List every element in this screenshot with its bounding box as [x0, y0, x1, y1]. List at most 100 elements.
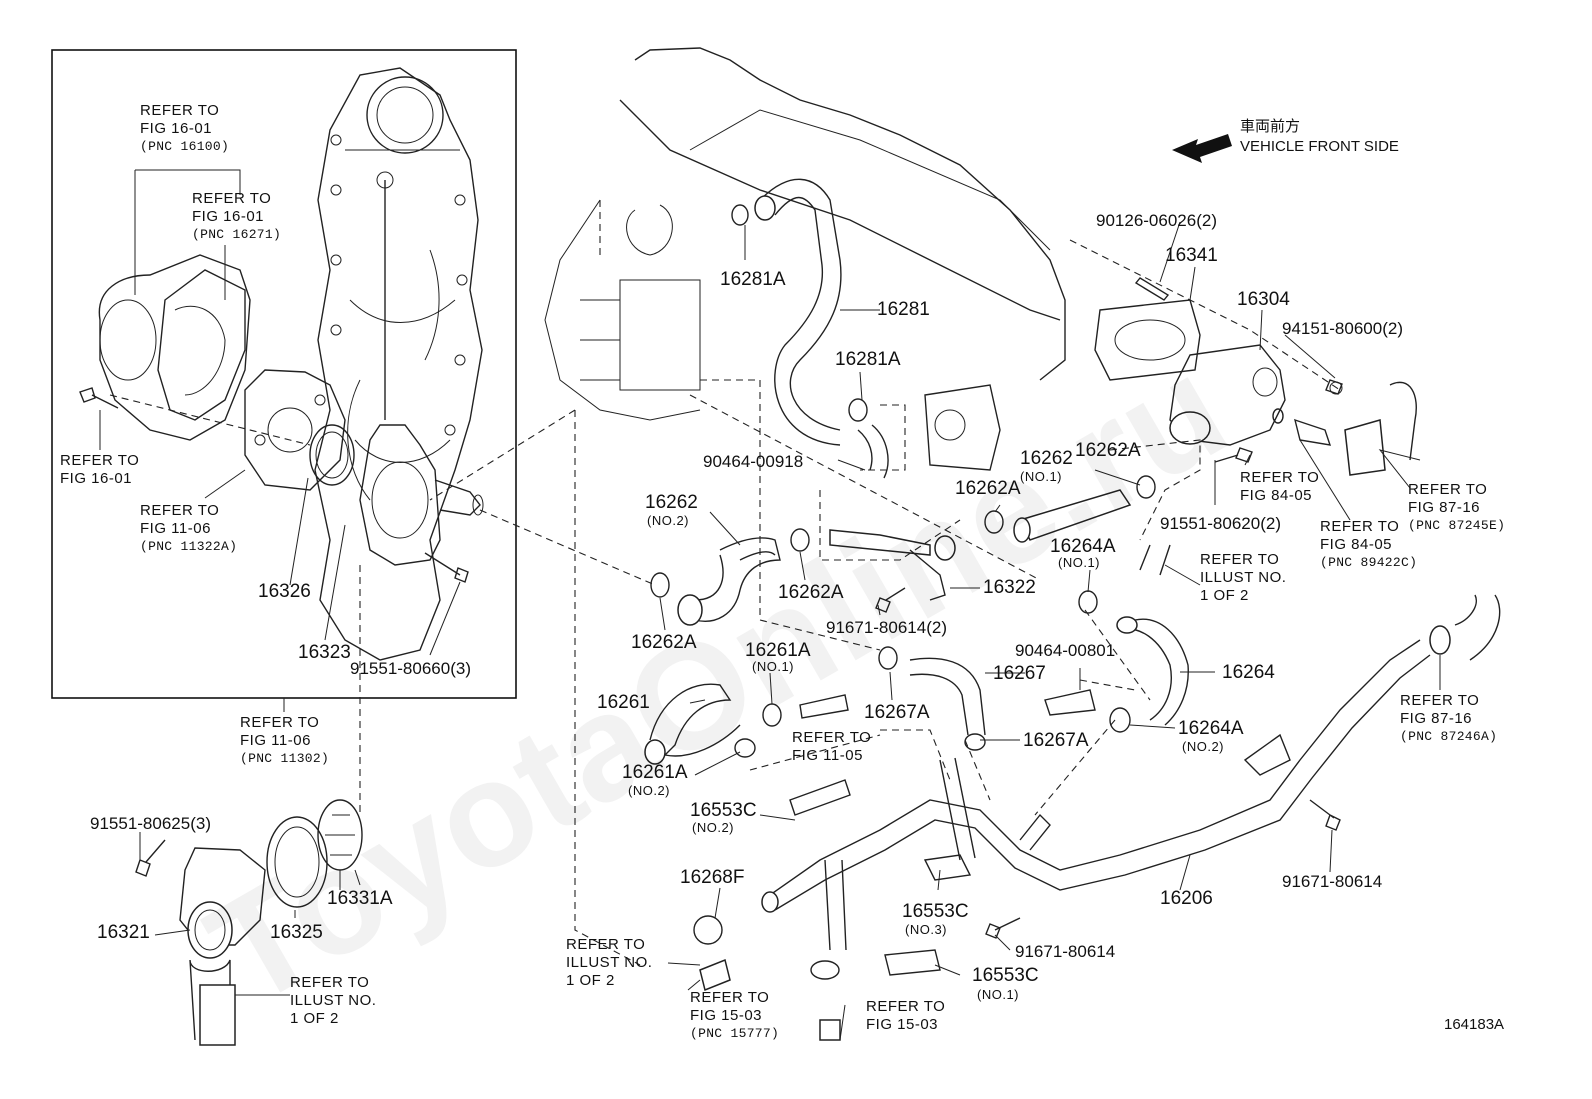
timing-cover-drawing: [314, 67, 483, 661]
part-16322: 16322: [983, 577, 1036, 598]
part-16262A-right-1: 16262A: [955, 478, 1021, 499]
refer-line: REFER TO: [566, 936, 646, 953]
hose-16264: [1116, 616, 1189, 726]
water-inlet-housing: [359, 424, 484, 566]
part-16262-no1: 16262: [1020, 448, 1073, 469]
part-16331A: 16331A: [327, 888, 393, 909]
catalog-number: 164183A: [1444, 1016, 1505, 1033]
refer-line: REFER TO: [1408, 481, 1488, 498]
part-90126-06026: 90126-06026(2): [1096, 211, 1217, 230]
refer-illust: ILLUST NO.: [1200, 569, 1287, 586]
hose-16262-no1: [1013, 489, 1132, 543]
refer-illust-1-of-2-mid: REFER TO ILLUST NO. 1 OF 2: [566, 936, 652, 990]
part-16264A-no2-sub: (NO.2): [1182, 739, 1224, 754]
part-16206: 16206: [1160, 888, 1213, 909]
refer-illust: ILLUST NO.: [290, 992, 377, 1009]
refer-page: 1 OF 2: [290, 1010, 339, 1027]
refer-line: REFER TO: [140, 102, 220, 119]
part-91671-80614-a: 91671-80614: [1015, 942, 1116, 961]
part-16267: 16267: [993, 663, 1046, 684]
part-16261A-no2-sub: (NO.2): [628, 783, 670, 798]
refer-line: REFER TO: [1240, 469, 1320, 486]
refer-fig-87-16-pnc-87246a: REFER TO FIG 87-16 (PNC 87246A): [1400, 692, 1497, 746]
part-91671-80614-2: 91671-80614(2): [826, 618, 947, 637]
refer-line: REFER TO: [290, 974, 370, 991]
refer-line: REFER TO: [240, 714, 320, 731]
part-16553C-no1: 16553C: [972, 965, 1039, 986]
part-16321: 16321: [97, 922, 150, 943]
refer-fig: FIG 84-05: [1240, 487, 1313, 504]
refer-pnc: (PNC 15777): [690, 1026, 780, 1041]
refer-line: REFER TO: [192, 190, 272, 207]
refer-page: 1 OF 2: [566, 972, 615, 989]
part-16281A-mid: 16281A: [835, 349, 901, 370]
vehicle-front-arrow-icon: [1172, 134, 1232, 163]
part-16304: 16304: [1237, 289, 1290, 310]
pipe-16322: [829, 529, 956, 601]
part-16264A-no1: 16264A: [1050, 536, 1116, 557]
part-91551-80625: 91551-80625(3): [90, 814, 211, 833]
hose-16281: [754, 178, 889, 479]
refer-pnc: (PNC 11322A): [140, 539, 238, 554]
part-91671-80614-b: 91671-80614: [1282, 872, 1383, 891]
radiator-hoses: [199, 381, 1417, 1046]
part-16553C-no3: 16553C: [902, 901, 969, 922]
refer-fig: FIG 84-05: [1320, 536, 1393, 553]
refer-fig: FIG 16-01: [60, 470, 133, 487]
refer-fig: FIG 11-05: [792, 747, 863, 764]
refer-fig-15-03-pnc-15777: REFER TO FIG 15-03 (PNC 15777): [690, 989, 779, 1043]
refer-pnc: (PNC 89422C): [1320, 555, 1418, 570]
water-outlet-16304: [1094, 299, 1343, 446]
water-pump-drawing: [98, 254, 346, 491]
o-ring-16326: [309, 424, 355, 486]
part-16261A-no2: 16261A: [622, 762, 688, 783]
refer-fig-16-01: REFER TO FIG 16-01: [60, 452, 139, 488]
leader-lines: [99, 169, 1441, 1041]
refer-fig-87-16-pnc-87245e: REFER TO FIG 87-16 (PNC 87245E): [1408, 481, 1505, 535]
refer-pnc: (PNC 16271): [192, 227, 282, 242]
part-16264: 16264: [1222, 662, 1275, 683]
bolt-drawings: [79, 277, 1343, 939]
refer-fig: FIG 11-06: [240, 732, 311, 749]
part-16264A-no1-sub: (NO.1): [1058, 555, 1100, 570]
refer-pnc: (PNC 87245E): [1408, 518, 1506, 533]
refer-illust-1-of-2-right: REFER TO ILLUST NO. 1 OF 2: [1200, 551, 1286, 605]
direction-en: VEHICLE FRONT SIDE: [1240, 138, 1399, 155]
refer-fig: FIG 87-16: [1400, 710, 1473, 727]
part-94151-80600: 94151-80600(2): [1282, 319, 1403, 338]
part-16326: 16326: [258, 581, 311, 602]
part-16553C-no3-sub: (NO.3): [905, 922, 947, 937]
part-91551-80660: 91551-80660(3): [350, 659, 471, 678]
part-16553C-no1-sub: (NO.1): [977, 987, 1019, 1002]
refer-page: 1 OF 2: [1200, 587, 1249, 604]
part-16281A-top: 16281A: [720, 269, 786, 290]
part-16262A-left-1: 16262A: [631, 632, 697, 653]
refer-fig-11-06-pnc-11302: REFER TO FIG 11-06 (PNC 11302): [240, 714, 329, 768]
part-16268F: 16268F: [680, 867, 745, 888]
refer-line: REFER TO: [866, 998, 946, 1015]
part-16262-no2-sub: (NO.2): [647, 513, 689, 528]
refer-line: REFER TO: [60, 452, 140, 469]
refer-fig-11-06-pnc-11322a: REFER TO FIG 11-06 (PNC 11322A): [140, 502, 237, 556]
refer-pnc: (PNC 87246A): [1400, 729, 1498, 744]
part-16267A-b: 16267A: [1023, 730, 1089, 751]
refer-fig-11-05: REFER TO FIG 11-05: [792, 729, 871, 765]
refer-line: REFER TO: [1400, 692, 1480, 709]
part-90464-00801: 90464-00801: [1015, 641, 1116, 660]
hose-16267: [909, 657, 986, 736]
part-16267A-a: 16267A: [864, 702, 930, 723]
part-16262-no1-sub: (NO.1): [1020, 469, 1062, 484]
part-16261A-no1: 16261A: [745, 640, 811, 661]
refer-fig-16-01-pnc-16271: REFER TO FIG 16-01 (PNC 16271): [192, 190, 281, 244]
hose-16262-no2: [677, 537, 781, 626]
part-16325: 16325: [270, 922, 323, 943]
refer-line: REFER TO: [1200, 551, 1280, 568]
refer-pnc: (PNC 16100): [140, 139, 230, 154]
part-16281: 16281: [877, 299, 930, 320]
part-16341: 16341: [1165, 245, 1218, 266]
refer-line: REFER TO: [792, 729, 872, 746]
refer-fig-84-05-pnc-89422c: REFER TO FIG 84-05 (PNC 89422C): [1320, 518, 1417, 572]
part-16262A-left-2: 16262A: [778, 582, 844, 603]
thermostat-group: [179, 799, 363, 1041]
